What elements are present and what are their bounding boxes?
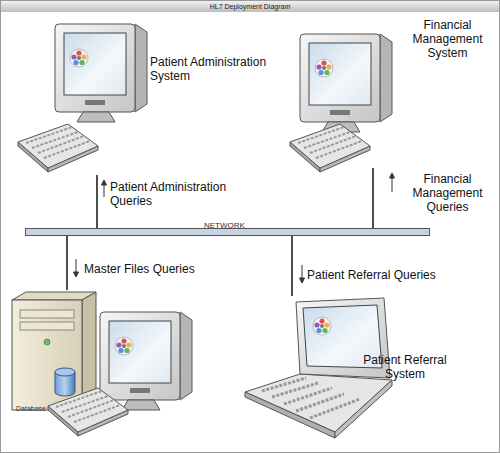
node-label: Database	[16, 405, 66, 413]
laptop-computer	[245, 298, 392, 438]
network-link	[291, 236, 293, 296]
system-computer: Financial Management System	[285, 30, 395, 168]
network-link	[66, 236, 68, 290]
system-computer: Patient Administration System	[15, 20, 145, 175]
desktop-computer	[290, 34, 392, 172]
edge-label: Financial Management Queries	[405, 172, 490, 214]
edge-label: Master Files Queries	[84, 262, 214, 276]
title-bar	[1, 1, 499, 12]
node-label: Financial Management System	[405, 18, 490, 60]
direction-arrow	[102, 180, 107, 197]
direction-arrow	[390, 173, 395, 192]
node-label: Patient Administration System	[150, 55, 285, 83]
node-label: Patient Referral System	[355, 353, 455, 381]
edge-label: Patient Referral Queries	[307, 268, 457, 282]
database-server: Database	[8, 290, 198, 435]
title-bar: HL7 Deployment Diagram	[1, 1, 499, 12]
direction-arrow	[74, 259, 79, 277]
network-bus: NETWORK	[25, 228, 430, 236]
node-label: NETWORK	[204, 221, 264, 230]
edge-label: Patient Administration Queries	[110, 180, 245, 208]
desktop-computer	[18, 24, 147, 172]
system-laptop: Patient Referral System	[243, 296, 393, 438]
diagram-title: HL7 Deployment Diagram	[1, 1, 499, 12]
server-computer	[12, 292, 192, 436]
network-link	[96, 175, 98, 228]
network-link	[372, 168, 374, 228]
direction-arrow	[300, 265, 305, 283]
